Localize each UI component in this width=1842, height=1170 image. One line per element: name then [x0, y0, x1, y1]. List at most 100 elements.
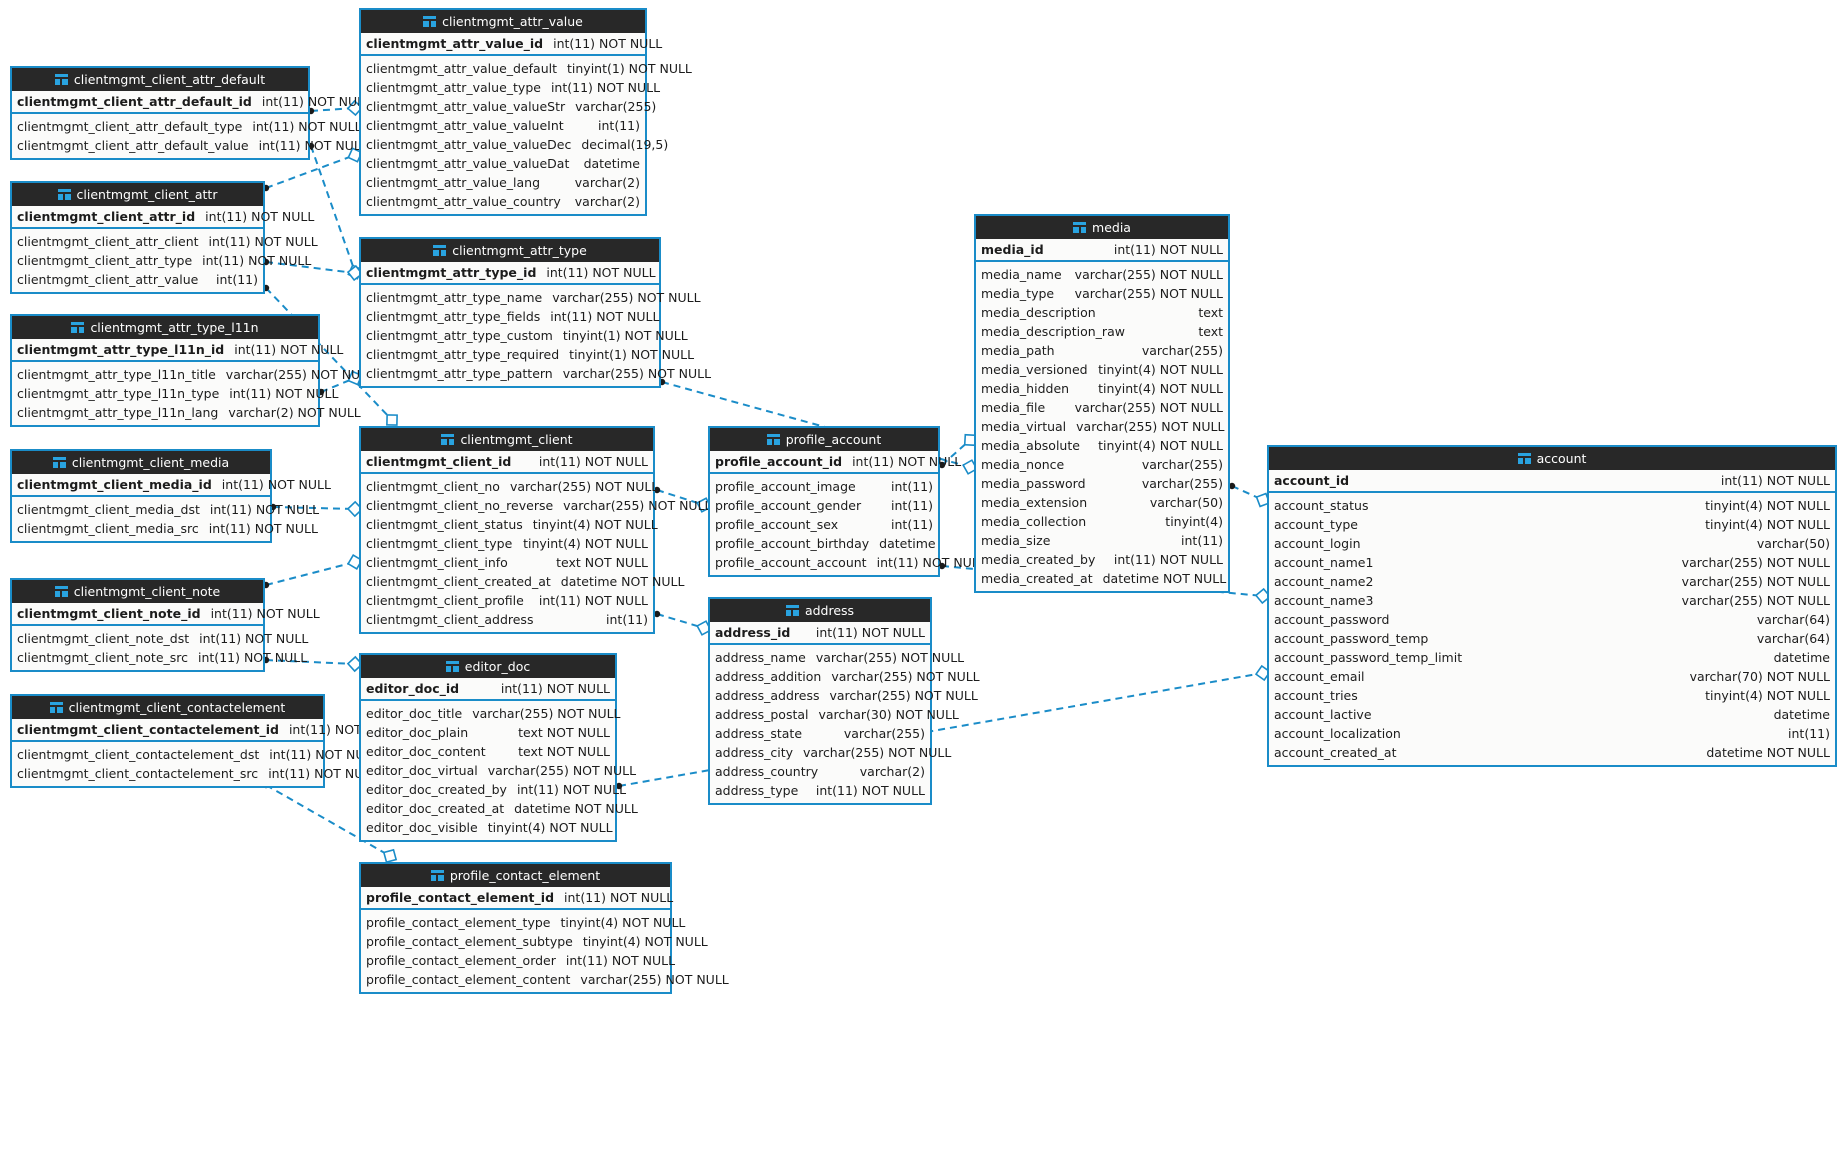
column-name: editor_doc_visible [366, 820, 478, 835]
entity-title-label: media [1092, 220, 1131, 235]
column-type: datetime NOT NULL [514, 801, 638, 816]
column-type: int(11) [1181, 533, 1223, 548]
column-name: account_name2 [1274, 574, 1374, 589]
column-type: varchar(255) NOT NULL [815, 650, 965, 665]
column-type: text NOT NULL [518, 744, 610, 759]
column-name: media_collection [981, 514, 1087, 529]
column-name: clientmgmt_client_attr_default_type [17, 119, 243, 134]
column-type: int(11) NOT NULL [815, 783, 925, 798]
column-name: media_file [981, 400, 1046, 415]
column-type: varchar(255) NOT NULL [1681, 555, 1830, 570]
column-name: profile_account_sex [715, 517, 839, 532]
column-name: clientmgmt_attr_value_valueStr [366, 99, 566, 114]
column-type: varchar(255) NOT NULL [487, 763, 637, 778]
entity-title-label: clientmgmt_client [460, 432, 573, 447]
entity-profile_contact_element[interactable]: profile_contact_element profile_contact_e… [359, 862, 729, 994]
table-icon [54, 586, 68, 597]
entity-clientmgmt_client_contactelement[interactable]: clientmgmt_client_contactelement clientmg… [10, 694, 398, 788]
column-name: clientmgmt_attr_value_type [366, 80, 541, 95]
column-name: media_password [981, 476, 1086, 491]
column-type: int(11) NOT NULL [258, 138, 368, 153]
table-icon [54, 74, 68, 85]
column-name: profile_contact_element_type [366, 915, 551, 930]
column-type: varchar(255) [1141, 476, 1223, 491]
column-type: int(11) NOT NULL [1113, 242, 1223, 257]
column-name: address_addition [715, 669, 822, 684]
table-icon [430, 870, 444, 881]
column-type: int(11) NOT NULL [210, 606, 320, 621]
column-type: text NOT NULL [518, 725, 610, 740]
column-type: int(11) NOT NULL [198, 650, 308, 665]
entity-clientmgmt_client_media[interactable]: clientmgmt_client_media clientmgmt_client… [10, 449, 331, 543]
entity-title-label: clientmgmt_client_media [71, 455, 230, 470]
column-type: int(11) NOT NULL [208, 234, 318, 249]
column-name: media_created_by [981, 552, 1096, 567]
column-name: media_hidden [981, 381, 1070, 396]
entity-header: profile_contact_element [361, 864, 670, 887]
column-name: media_size [981, 533, 1051, 548]
column-type: int(11) NOT NULL [252, 119, 362, 134]
column-type: int(11) NOT NULL [229, 386, 339, 401]
column-type: varchar(255) [843, 726, 925, 741]
column-type: int(11) NOT NULL [500, 681, 610, 696]
column-type: varchar(255) [575, 99, 657, 114]
column-name: clientmgmt_client_media_id [17, 477, 212, 492]
column-list: clientmgmt_client_attr_default_type int(1… [12, 114, 368, 158]
column-name: media_extension [981, 495, 1088, 510]
column-type: int(11) NOT NULL [538, 454, 648, 469]
column-name: address_name [715, 650, 806, 665]
column-type: tinyint(4) NOT NULL [1705, 517, 1830, 532]
column-name: account_password [1274, 612, 1390, 627]
entity-title-label: clientmgmt_client_contactelement [68, 700, 286, 715]
entity-header: clientmgmt_attr_value [361, 10, 645, 33]
column-name: clientmgmt_attr_type_l11n_title [17, 367, 216, 382]
column-name: clientmgmt_attr_value_valueDat [366, 156, 570, 171]
column-type: int(11) NOT NULL [553, 36, 663, 51]
entity-header: account [1269, 447, 1835, 470]
column-name: profile_account_id [715, 454, 843, 469]
column-name: profile_account_gender [715, 498, 862, 513]
column-name: account_login [1274, 536, 1361, 551]
column-name: clientmgmt_client_contactelement_src [17, 766, 259, 781]
column-type: int(11) NOT NULL [205, 209, 315, 224]
